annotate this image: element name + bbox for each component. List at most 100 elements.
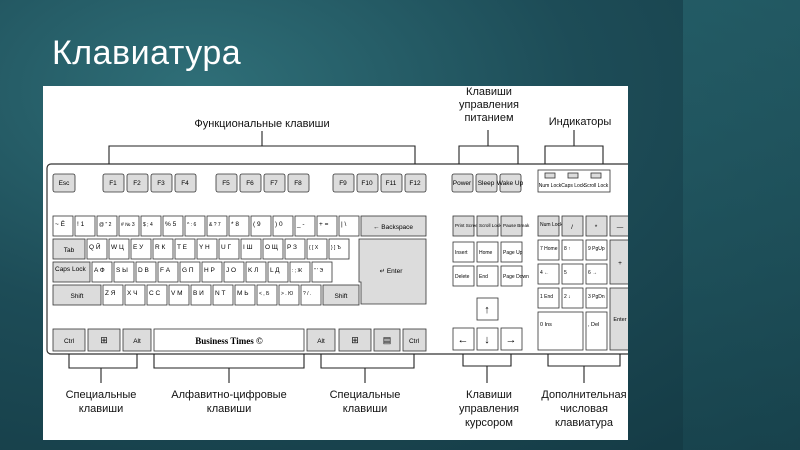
key-bracket-left-label: { [ Х <box>309 245 319 251</box>
key-z <box>102 284 124 306</box>
key-pause-break <box>500 215 523 237</box>
key-insert-label: Insert <box>455 250 468 256</box>
key-num-0 <box>537 311 584 351</box>
key-backspace <box>360 215 427 237</box>
key-u <box>218 238 240 260</box>
power-label-2: управления <box>459 99 519 111</box>
key-num-4-label: 4 ← <box>540 270 549 276</box>
arrow-right-icon: → <box>506 334 517 346</box>
windows-icon-right: ⊞ <box>351 335 359 345</box>
key-bracket-left <box>306 238 328 260</box>
key-u-label: U Г <box>221 244 232 251</box>
key-f6-label: F6 <box>246 180 254 187</box>
key-num-divide <box>561 215 584 237</box>
key-semicolon <box>289 261 311 283</box>
indicators-bracket <box>544 145 604 164</box>
key-f11 <box>380 173 403 193</box>
key-quote-label: " ' Э <box>314 268 324 274</box>
key-num-divide-label: / <box>571 224 573 231</box>
alphanumeric-label-2: клавиши <box>207 403 251 415</box>
key-y <box>196 238 218 260</box>
key-num-lock-label: Num Lock <box>540 222 563 228</box>
key-t <box>174 238 196 260</box>
key-comma-label: < , Б <box>259 291 270 297</box>
key-caps-lock <box>52 261 91 283</box>
key-wakeup-label: Wake Up <box>497 180 524 187</box>
key-d <box>135 261 157 283</box>
numpad-label-3: клавиатура <box>555 417 614 429</box>
indicator-scroll-lock <box>590 172 602 179</box>
key-y-label: Y Н <box>199 244 210 251</box>
key-k <box>245 261 267 283</box>
special-right-label-1: Специальные <box>330 389 401 401</box>
key-j-label: J О <box>226 267 236 274</box>
windows-icon-left: ⊞ <box>100 335 108 345</box>
key-sleep <box>475 173 498 193</box>
key-3-label: # № 3 <box>121 222 135 228</box>
key-semicolon-label: : ; Ж <box>292 268 303 274</box>
key-arrow-left <box>452 327 475 351</box>
home-row: Caps Lock A Ф S Ы D В F А G П H Р J О K … <box>52 261 333 283</box>
key-l-label: L Д <box>270 267 280 274</box>
key-print-screen <box>452 215 475 237</box>
key-arrow-down <box>476 327 499 351</box>
space-key-brand-label: Business Times © <box>195 336 263 346</box>
key-f4-label: F4 <box>181 180 189 187</box>
key-num-enter-label: Enter <box>613 317 626 323</box>
key-f7-label: F7 <box>270 180 278 187</box>
key-f7 <box>263 173 286 193</box>
key-f4 <box>174 173 197 193</box>
key-0-label: ) 0 <box>275 221 283 228</box>
key-alt-right-label: Alt <box>317 338 325 345</box>
space-row: Ctrl ⊞ Alt Business Times © Alt ⊞ ▤ Ctrl <box>52 328 427 352</box>
key-a <box>91 261 113 283</box>
key-arrow-right <box>500 327 523 351</box>
key-v-label: V М <box>171 290 183 297</box>
key-home-label: Home <box>479 250 493 256</box>
key-num-6 <box>585 263 608 285</box>
key-g-label: G П <box>182 267 194 274</box>
key-d-label: D В <box>138 267 149 274</box>
function-keys-bracket <box>108 145 416 164</box>
key-win-right <box>338 328 372 352</box>
key-caps-lock-label: Caps Lock <box>55 266 86 273</box>
key-num-2-label: 2 ↓ <box>564 294 571 300</box>
key-shift-left-label: Shift <box>70 293 83 300</box>
key-ctrl-right-label: Ctrl <box>409 338 420 345</box>
key-w-label: W Ц <box>111 244 124 251</box>
key-f12-label: F12 <box>409 180 421 187</box>
key-num-1-label: 1 End <box>540 294 553 300</box>
key-alt-right <box>306 328 336 352</box>
key-delete <box>452 265 475 287</box>
key-w <box>108 238 130 260</box>
key-pause-break-label: Pause Break <box>503 223 530 228</box>
key-home <box>476 241 499 263</box>
key-shift-right <box>322 284 360 306</box>
key-f8 <box>287 173 310 193</box>
key-p-label: P З <box>287 244 297 251</box>
number-row: ~ Ё ! 1 @ " 2 # № 3 $ ; 4 % 5 ^ : 6 & ? … <box>52 215 427 237</box>
key-k-label: K Л <box>248 267 258 274</box>
key-num-minus-label: — <box>617 224 624 231</box>
key-x-label: X Ч <box>127 290 137 297</box>
key-num-6-label: 6 → <box>588 270 597 276</box>
bottom-letter-row: Shift Z Я X Ч C С V М B И N Т M Ь < , Б … <box>52 284 360 306</box>
key-num-8-label: 8 ↑ <box>564 246 571 252</box>
key-equals <box>316 215 338 237</box>
power-keys-bracket <box>458 145 519 164</box>
key-4-label: $ ; 4 <box>143 222 153 228</box>
key-g <box>179 261 201 283</box>
key-9-label: ( 9 <box>253 221 261 228</box>
key-scroll-lock-label: Scroll Lock <box>479 223 502 228</box>
key-slash <box>300 284 322 306</box>
slide-title: Клавиатура <box>52 34 242 72</box>
key-alt-left-label: Alt <box>133 338 141 345</box>
key-sleep-label: Sleep <box>478 180 495 187</box>
key-1 <box>74 215 96 237</box>
special-right-bracket <box>320 354 415 369</box>
key-equals-label: + = <box>319 221 329 228</box>
key-2 <box>96 215 118 237</box>
keyboard-diagram-panel: Функциональные клавиши Клавиши управлени… <box>43 86 636 440</box>
key-period <box>278 284 300 306</box>
arrow-left-icon: ← <box>458 334 469 346</box>
